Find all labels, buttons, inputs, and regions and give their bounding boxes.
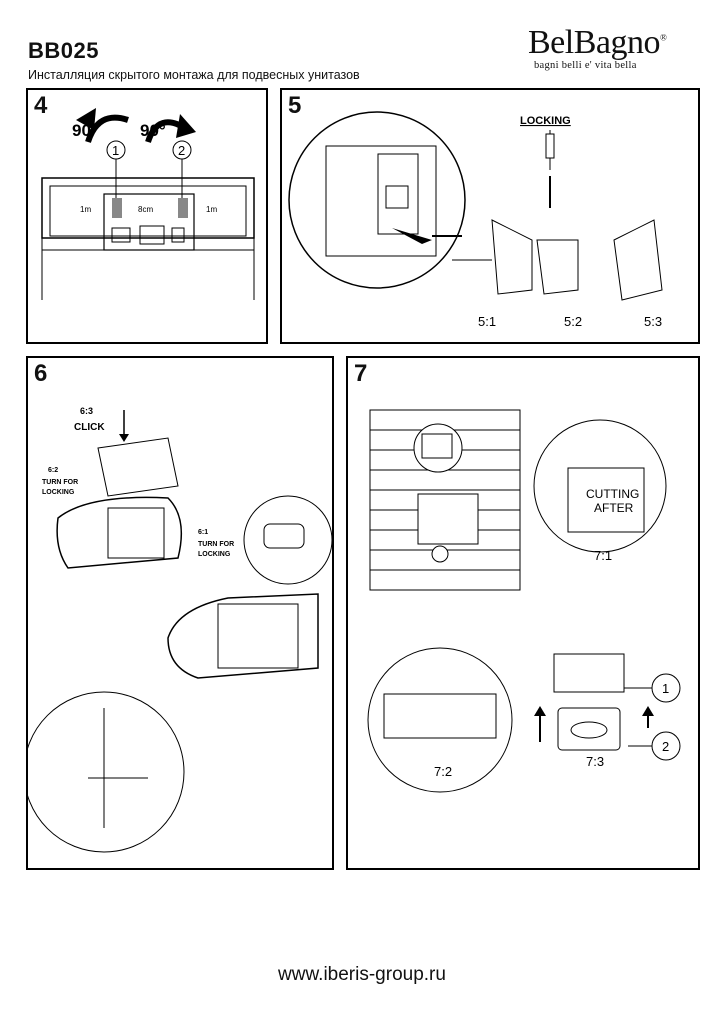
website-url: www.iberis-group.ru	[278, 964, 446, 985]
step-6-2-line1: TURN FOR	[42, 479, 78, 486]
step-6-1-line1: TURN FOR	[198, 541, 234, 548]
panel-step-7: 7 CUTTING AFTER 7:1 1	[346, 356, 700, 870]
step-6-1-number: 6:1	[198, 529, 208, 536]
panel-number: 5	[288, 92, 302, 119]
panel-step-4: 4 90° 90° 1 2 8cm 1m 1m	[26, 88, 268, 344]
step-5-1-label: 5:1	[478, 314, 496, 329]
side-mark-left: 1m	[80, 205, 91, 214]
registered-mark: ®	[659, 32, 667, 43]
panel-number: 6	[34, 360, 48, 387]
brand-logo: BelBagno®	[528, 24, 667, 62]
brand-tagline: bagni belli e' vita bella	[534, 60, 637, 71]
step-4-illustration: 90° 90° 1 2 8cm 1m 1m	[41, 108, 255, 300]
step-5-2-label: 5:2	[564, 314, 582, 329]
step-5-illustration: LOCKING 5:1 5:2 5:3	[288, 111, 663, 329]
angle-label-right: 90°	[140, 121, 166, 140]
panel-number: 7	[354, 360, 368, 387]
center-mark: 8cm	[138, 205, 153, 214]
step-7-1-label: 7:1	[594, 548, 612, 563]
callout-7-2: 2	[662, 739, 669, 754]
angle-label-left: 90°	[72, 121, 98, 140]
side-mark-right: 1m	[206, 205, 217, 214]
document-subtitle: Инсталляция скрытого монтажа для подвесн…	[28, 68, 360, 82]
panel-step-6: 6 6:3 CLICK 6:2 TURN FOR LOCKING 6:1 TUR…	[26, 356, 334, 870]
step-6-2-number: 6:2	[48, 467, 58, 474]
step-5-3-label: 5:3	[644, 314, 662, 329]
cutting-label-line1: CUTTING	[586, 487, 639, 501]
step-6-1-line2: LOCKING	[198, 551, 231, 558]
step-6-3-text: CLICK	[74, 422, 105, 433]
cutting-label-line2: AFTER	[594, 501, 634, 515]
brand-name: BelBagno	[528, 24, 660, 61]
step-6-illustration: 6:3 CLICK 6:2 TURN FOR LOCKING 6:1 TURN …	[28, 406, 333, 853]
step-6-2-line2: LOCKING	[42, 489, 75, 496]
panel-step-5: 5 LOCKING 5:1 5:2 5:3	[280, 88, 700, 344]
callout-2: 2	[178, 143, 185, 158]
panel-number: 4	[34, 92, 48, 119]
step-7-3-label: 7:3	[586, 754, 604, 769]
model-code: BB025	[28, 38, 99, 63]
callout-1: 1	[112, 143, 119, 158]
locking-label: LOCKING	[520, 115, 571, 127]
step-7-illustration: CUTTING AFTER 7:1 1 2 7:2 7:3	[367, 409, 681, 793]
step-7-2-label: 7:2	[434, 764, 452, 779]
callout-7-1: 1	[662, 681, 669, 696]
step-6-3-number: 6:3	[80, 406, 93, 416]
